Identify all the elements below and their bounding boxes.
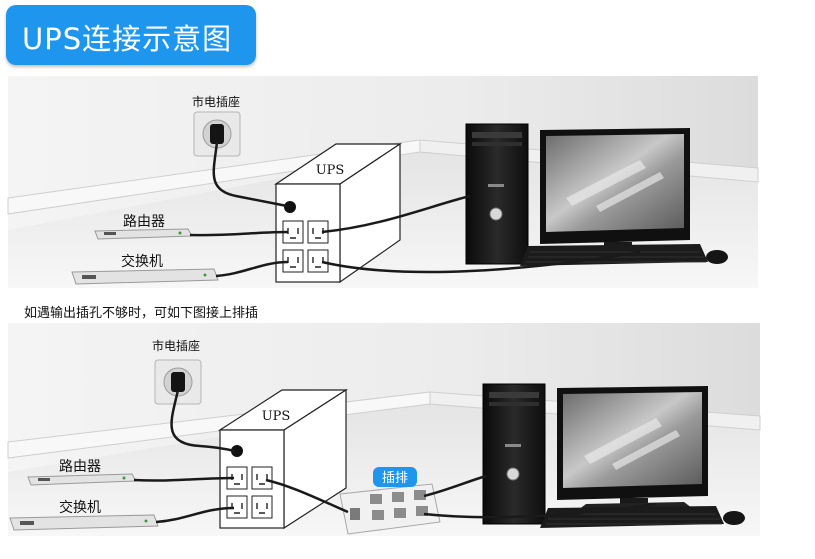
scene-1-monitor <box>540 128 690 260</box>
scene-2-cable-ups-to-power-strip <box>265 478 349 514</box>
scene-2-switch-label: 交换机 <box>59 499 101 516</box>
scene-2-cable-power-strip-to-pc <box>423 474 487 498</box>
scene-2: 市电插座 UPS 路由器 <box>7 323 761 536</box>
scene-2-pc-tower <box>482 383 546 525</box>
scene-2-cable-switch-to-ups <box>155 506 235 524</box>
scene-2-cable-power-strip-to-monitor <box>423 502 657 519</box>
power-strip-note: 如遇输出插孔不够时，可如下图接上排插 <box>24 306 259 321</box>
scene-2-ups-outlets <box>226 466 273 519</box>
scene-1: 市电插座 UPS 路由器 <box>7 76 759 288</box>
title-banner: UPS连接示意图 <box>6 5 256 65</box>
scene-2-router-label: 路由器 <box>59 459 101 475</box>
scene-1-switch-label: 交换机 <box>121 253 163 270</box>
scene-1-pc-tower <box>465 123 529 265</box>
scene-2-ups <box>217 388 349 530</box>
scene-1-cable-switch-to-ups <box>215 260 289 278</box>
scene-2-monitor <box>557 386 708 510</box>
scene-2-power-strip-label: 插排 <box>382 471 408 486</box>
scene-2-ups-label: UPS <box>262 409 291 424</box>
page-title: UPS连接示意图 <box>22 22 233 56</box>
scene-1-cable-wall-to-ups <box>212 141 288 208</box>
scene-2-wall-socket-label: 市电插座 <box>152 338 200 353</box>
scene-2-cables <box>133 389 657 524</box>
scene-1-ups-input-port <box>284 201 296 213</box>
scene-2-power-strip <box>339 483 441 535</box>
scene-2-cable-wall-to-ups <box>170 389 236 453</box>
scene-1-cable-router-to-ups <box>189 230 289 237</box>
scene-1-cables <box>189 141 641 278</box>
scene-1-ups-outlets <box>282 220 329 273</box>
scene-2-ups-input-port <box>231 445 243 457</box>
scene-2-mouse <box>723 511 745 525</box>
scene-2-switch <box>9 514 159 531</box>
scene-2-cable-router-to-ups <box>133 476 235 482</box>
scene-2-wall-socket <box>154 359 202 405</box>
scene-2-power-strip-switch <box>350 508 360 520</box>
scene-1-cable-ups-to-pc <box>321 194 471 234</box>
scene-1-cable-ups-to-monitor <box>321 250 641 274</box>
scene-1-router-label: 路由器 <box>123 214 165 230</box>
scene-1-mouse <box>706 250 728 264</box>
scene-1-ups-label: UPS <box>316 163 345 178</box>
scene-2-power-strip-badge: 插排 <box>373 467 417 487</box>
scene-1-switch <box>71 268 219 285</box>
scene-1-wall-socket-label: 市电插座 <box>192 94 240 109</box>
